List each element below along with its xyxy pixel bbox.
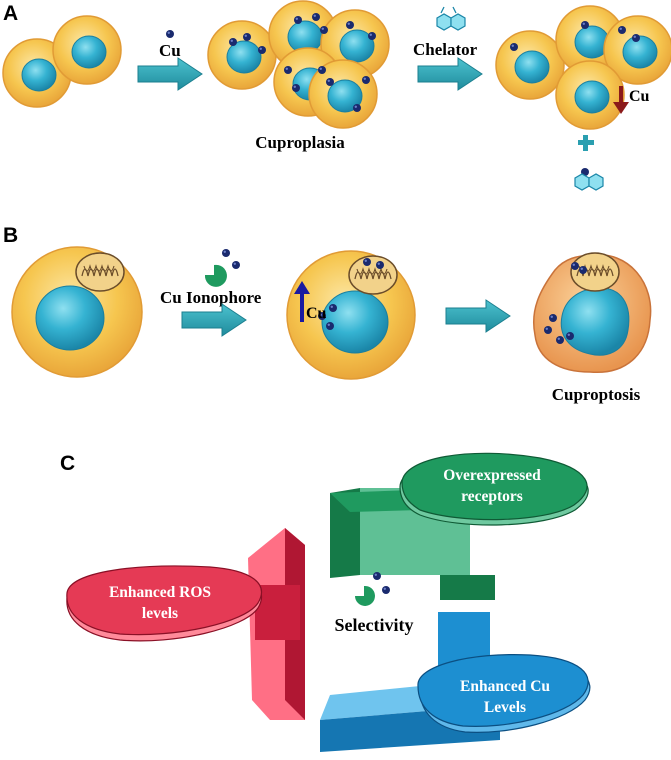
cu-label: Cu [159,41,181,60]
panel-a-letter: A [3,2,18,25]
receptors-label-line1: Overexpressed [443,467,541,484]
arrow-icon [417,57,483,91]
cuproplasia-label: Cuproplasia [255,133,345,152]
cuproptosis-label: Cuproptosis [552,385,641,404]
normal-cell-with-mitochondrion [11,246,143,378]
ionophore-icon [355,572,390,606]
ionophore-label: Cu Ionophore [160,288,262,307]
selectivity-center: Selectivity [335,572,414,635]
ionophore-icon [204,249,240,287]
plus-icon [578,135,594,151]
selectivity-label: Selectivity [335,615,414,635]
cu-down-label: Cu [629,88,650,105]
dying-cell [533,252,652,374]
mitochondrion-icon [75,252,125,292]
receptors-segment: Overexpressed receptors [330,452,589,600]
copper-increase-arrow [294,281,310,322]
treated-cells [495,5,671,130]
arrow-icon [181,303,247,337]
ros-segment: Enhanced ROS levels [66,528,305,720]
copper-level-label-line1: Enhanced Cu [460,678,550,695]
ros-label-line1: Enhanced ROS [109,584,211,601]
panel-c: C Overexpressed receptors Enhanced ROS l… [60,452,591,752]
mitochondrion-icon [570,252,620,292]
copper-level-label-line2: Levels [484,699,526,716]
panel-b-letter: B [3,224,18,247]
copper-loaded-cell [286,250,416,380]
chelator-label: Chelator [413,40,478,59]
chelator-icon [436,6,466,31]
cu-up-label: Cu [306,305,327,322]
copper-ion-icon [166,30,174,38]
normal-cells [2,15,122,108]
copper-level-segment: Enhanced Cu Levels [320,612,591,752]
ros-label-line2: levels [142,605,178,622]
cuproplasia-cells [207,0,390,129]
mitochondrion-icon [348,255,398,295]
receptors-label-line2: receptors [461,488,523,505]
arrow-icon [445,299,511,333]
chelator-copper-complex-icon [574,168,604,191]
arrow-icon [137,57,203,91]
panel-c-letter: C [60,452,75,475]
panel-b: B Cu Ionophore Cu [3,224,652,404]
panel-a: A Cu Cuproplasia Chelator [2,0,671,191]
copper-decrease-arrow [613,86,629,114]
